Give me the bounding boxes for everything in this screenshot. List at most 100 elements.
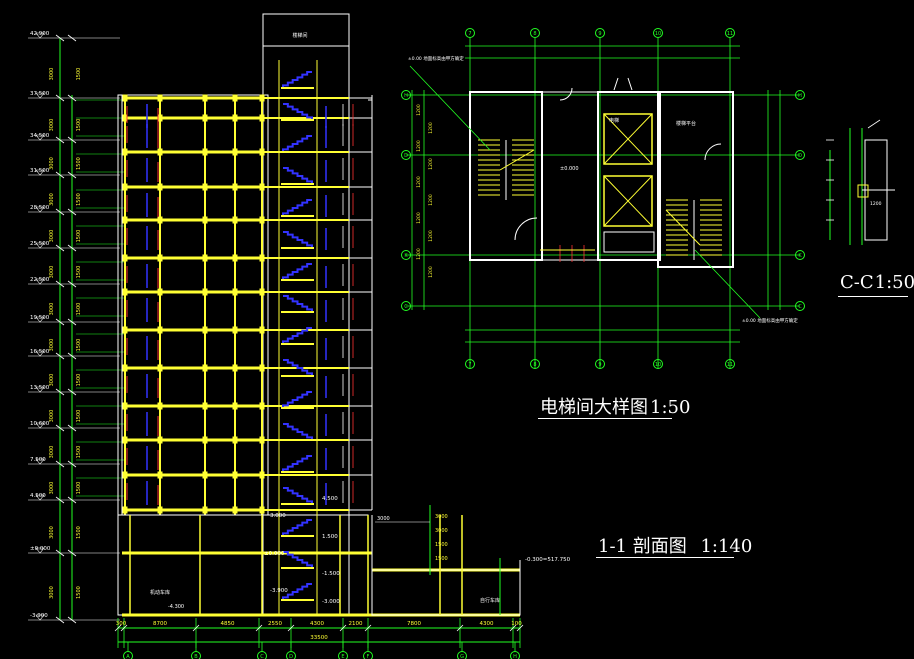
- dim-tick: [55, 616, 65, 624]
- door-leaf: [613, 77, 633, 91]
- elevation-triangle: [35, 316, 45, 323]
- axis-label: H: [404, 93, 408, 99]
- column-joint: [202, 506, 208, 514]
- elevation-label: 4.500: [30, 493, 46, 499]
- axis-label: D: [289, 654, 293, 659]
- elevation-triangle: [35, 494, 45, 501]
- stair-level-label: -3.900: [270, 588, 288, 594]
- vertical-dim-label: 1500: [76, 266, 82, 279]
- dim-tick: [364, 624, 372, 632]
- column-joint: [122, 402, 128, 410]
- vertical-dim-label: 3000: [49, 586, 55, 599]
- dim-tick: [55, 549, 65, 557]
- column-joint: [202, 288, 208, 296]
- section-title: 1-1 剖面图 1:140: [598, 532, 752, 558]
- elevation-label: 13.500: [30, 385, 50, 391]
- column-joint: [232, 326, 238, 334]
- column-joint: [232, 506, 238, 514]
- column-joint: [157, 288, 163, 296]
- core-top-label: 楼梯间: [292, 32, 307, 39]
- column-joint: [232, 254, 238, 262]
- stair-arrow: [499, 149, 535, 171]
- stair-flight: [282, 71, 312, 88]
- bottom-dim-label: 100: [511, 621, 522, 627]
- elevation-label: ±0.000: [30, 546, 51, 552]
- vertical-dim-label: 1500: [76, 410, 82, 423]
- stair-flight: [282, 199, 312, 216]
- bottom-dim-label: 300: [116, 621, 127, 627]
- cc-title-underline: [838, 296, 908, 297]
- column-joint: [202, 94, 208, 102]
- plan-dim-label: 1200: [416, 140, 422, 152]
- stair-level-label: -1.500: [322, 571, 340, 577]
- axis-bubble: [530, 28, 540, 38]
- column-joint: [232, 364, 238, 372]
- axis-bubble: [653, 28, 663, 38]
- section-title-underline: [596, 557, 734, 558]
- vertical-dim-label: 1500: [76, 303, 82, 316]
- column-joint: [232, 436, 238, 444]
- section-title-text: 1-1 剖面图: [598, 536, 687, 557]
- column-joint: [157, 326, 163, 334]
- stair-flight: [283, 231, 313, 248]
- axis-bubble: [123, 651, 133, 659]
- plan-dim-label: 1200: [428, 122, 434, 134]
- axis-bubble: [530, 359, 540, 369]
- elevator-label: 电梯: [609, 117, 619, 124]
- column-joint: [157, 114, 163, 122]
- vertical-dim-label: 3000: [49, 119, 55, 132]
- elevation-label: 37.500: [30, 91, 50, 97]
- column-joint: [157, 506, 163, 514]
- column-joint: [232, 114, 238, 122]
- bottom-dim-label: 8700: [153, 621, 167, 627]
- column-joint: [202, 402, 208, 410]
- column-joint: [232, 94, 238, 102]
- column-joint: [157, 254, 163, 262]
- column-joint: [259, 94, 265, 102]
- stair-level-label: 4.500: [322, 496, 338, 502]
- vertical-dim-label: 3000: [435, 528, 448, 534]
- vertical-dim-label: 3000: [435, 514, 448, 520]
- detail-anchor: [857, 184, 869, 198]
- axis-bubble: [795, 90, 805, 100]
- column-joint: [122, 183, 128, 191]
- axis-bubble: [257, 651, 267, 659]
- axis-label: 8: [533, 31, 536, 37]
- axis-label: A: [126, 654, 130, 659]
- axis-bubble: [795, 150, 805, 160]
- vertical-dim-label: 1500: [76, 68, 82, 81]
- building-outline: [117, 94, 269, 516]
- column-joint: [122, 216, 128, 224]
- column-joint: [157, 216, 163, 224]
- axis-label: 10: [655, 31, 661, 37]
- cc-title: C-C1:50: [840, 272, 914, 293]
- stair-flight: [283, 551, 313, 568]
- vertical-dim-label: 3000: [49, 526, 55, 539]
- vertical-dim-label: 3000: [49, 193, 55, 206]
- stair-level-label: ±0.000: [264, 551, 285, 557]
- plan-annotation: ±0.00 地面标高由甲方确定: [408, 55, 464, 62]
- plan-room-label: 楼梯平台: [676, 120, 696, 127]
- column-joint: [259, 436, 265, 444]
- elevation-label: 34.500: [30, 133, 50, 139]
- elevation-label: 25.500: [30, 241, 50, 247]
- vertical-dim-label: 1500: [435, 542, 448, 548]
- vertical-dim-label: 1500: [76, 374, 82, 387]
- vertical-dim-label: 3000: [49, 410, 55, 423]
- column-joint: [202, 148, 208, 156]
- detail-cut-mark: [867, 119, 881, 129]
- stair-level-label: -3.000: [322, 599, 340, 605]
- elevation-label: 16.500: [30, 349, 50, 355]
- vertical-dim-label: 3000: [49, 157, 55, 170]
- elevation-label: 22.500: [30, 277, 50, 283]
- section-title-scale: 1:140: [700, 536, 753, 557]
- column-joint: [232, 471, 238, 479]
- plan-dim-label: 1200: [416, 212, 422, 224]
- vertical-dim-label: 1500: [76, 526, 82, 539]
- annex-outline: [371, 569, 521, 616]
- dim-tick: [55, 208, 65, 216]
- column-joint: [202, 114, 208, 122]
- dim-tick: [67, 94, 77, 102]
- leader-line: [694, 249, 761, 319]
- plan-room-stair-right: [657, 91, 734, 268]
